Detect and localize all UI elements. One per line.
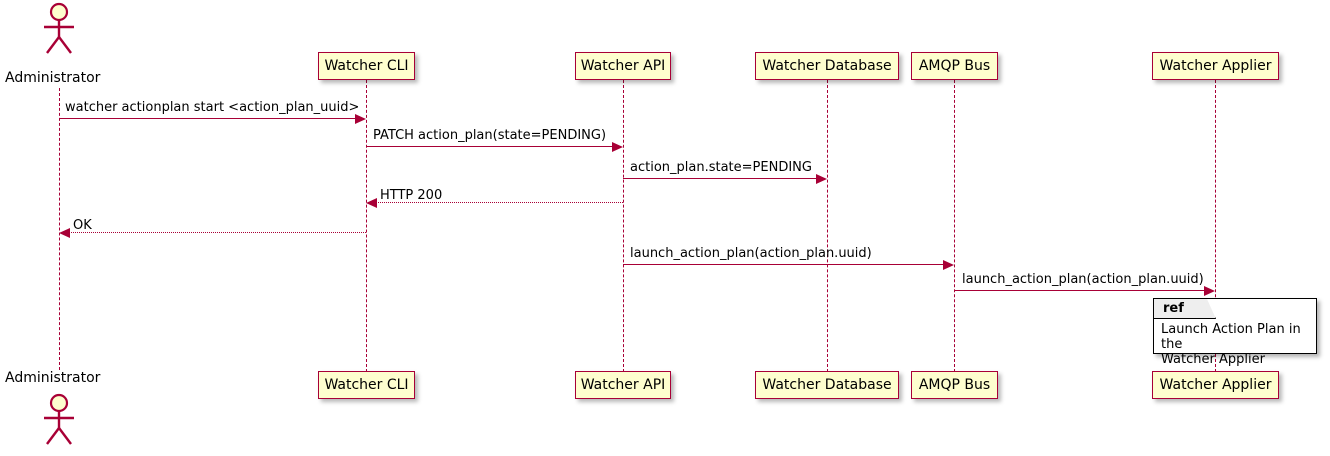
participant-box-watcher-applier-bottom[interactable]: Watcher Applier (1152, 371, 1279, 399)
ref-fragment-line-1: Launch Action Plan in the (1161, 322, 1301, 352)
participant-box-watcher-database-top[interactable]: Watcher Database (755, 52, 899, 80)
actor-label-administrator-top: Administrator (5, 70, 101, 86)
participant-label: Watcher CLI (324, 377, 409, 393)
message-line-7 (954, 290, 1206, 291)
message-arrowhead-1 (355, 114, 366, 124)
message-line-1 (59, 118, 357, 119)
ref-fragment-header: ref (1154, 299, 1216, 319)
lifeline-watcher-applier (1215, 80, 1216, 372)
message-line-3 (623, 178, 818, 179)
participant-label: Watcher Applier (1159, 377, 1272, 393)
message-label-1: watcher actionplan start <action_plan_uu… (65, 100, 360, 115)
participant-label: Watcher Applier (1159, 58, 1272, 74)
participant-label: Watcher API (580, 58, 666, 74)
participant-label: Watcher Database (762, 377, 892, 393)
ref-fragment-line-2: Watcher Applier (1161, 352, 1265, 367)
message-label-5: OK (73, 218, 92, 233)
participant-box-amqp-bus-bottom[interactable]: AMQP Bus (911, 371, 998, 399)
message-label-2: PATCH action_plan(state=PENDING) (373, 128, 607, 143)
participant-box-watcher-database-bottom[interactable]: Watcher Database (755, 371, 899, 399)
message-line-4 (375, 202, 623, 203)
message-label-7: launch_action_plan(action_plan.uuid) (962, 272, 1204, 287)
participant-label: AMQP Bus (918, 58, 991, 74)
message-arrowhead-4 (366, 198, 377, 208)
actor-label-administrator-bottom: Administrator (5, 370, 101, 386)
message-line-6 (623, 264, 945, 265)
participant-label: Watcher Database (762, 58, 892, 74)
participant-box-watcher-cli-bottom[interactable]: Watcher CLI (318, 371, 415, 399)
lifeline-amqp-bus (954, 80, 955, 372)
participant-box-watcher-cli-top[interactable]: Watcher CLI (318, 52, 415, 80)
participant-box-watcher-api-top[interactable]: Watcher API (575, 52, 671, 80)
message-arrowhead-5 (59, 228, 70, 238)
message-line-5 (68, 232, 366, 233)
participant-box-watcher-applier-top[interactable]: Watcher Applier (1152, 52, 1279, 80)
lifeline-watcher-cli (366, 80, 367, 372)
actor-icon-administrator-top (38, 2, 80, 55)
message-arrowhead-6 (943, 260, 954, 270)
lifeline-watcher-database (827, 80, 828, 372)
message-line-2 (366, 146, 614, 147)
message-arrowhead-7 (1204, 286, 1215, 296)
message-arrowhead-2 (612, 142, 623, 152)
message-label-6: launch_action_plan(action_plan.uuid) (630, 246, 872, 261)
participant-box-watcher-api-bottom[interactable]: Watcher API (575, 371, 671, 399)
message-arrowhead-3 (816, 174, 827, 184)
participant-label: Watcher CLI (324, 58, 409, 74)
participant-label: Watcher API (580, 377, 666, 393)
message-label-3: action_plan.state=PENDING (630, 160, 812, 175)
lifeline-watcher-api (623, 80, 624, 372)
message-label-4: HTTP 200 (380, 188, 443, 203)
participant-label: AMQP Bus (918, 377, 991, 393)
actor-icon-administrator-bottom (38, 393, 80, 446)
participant-box-amqp-bus-top[interactable]: AMQP Bus (911, 52, 998, 80)
